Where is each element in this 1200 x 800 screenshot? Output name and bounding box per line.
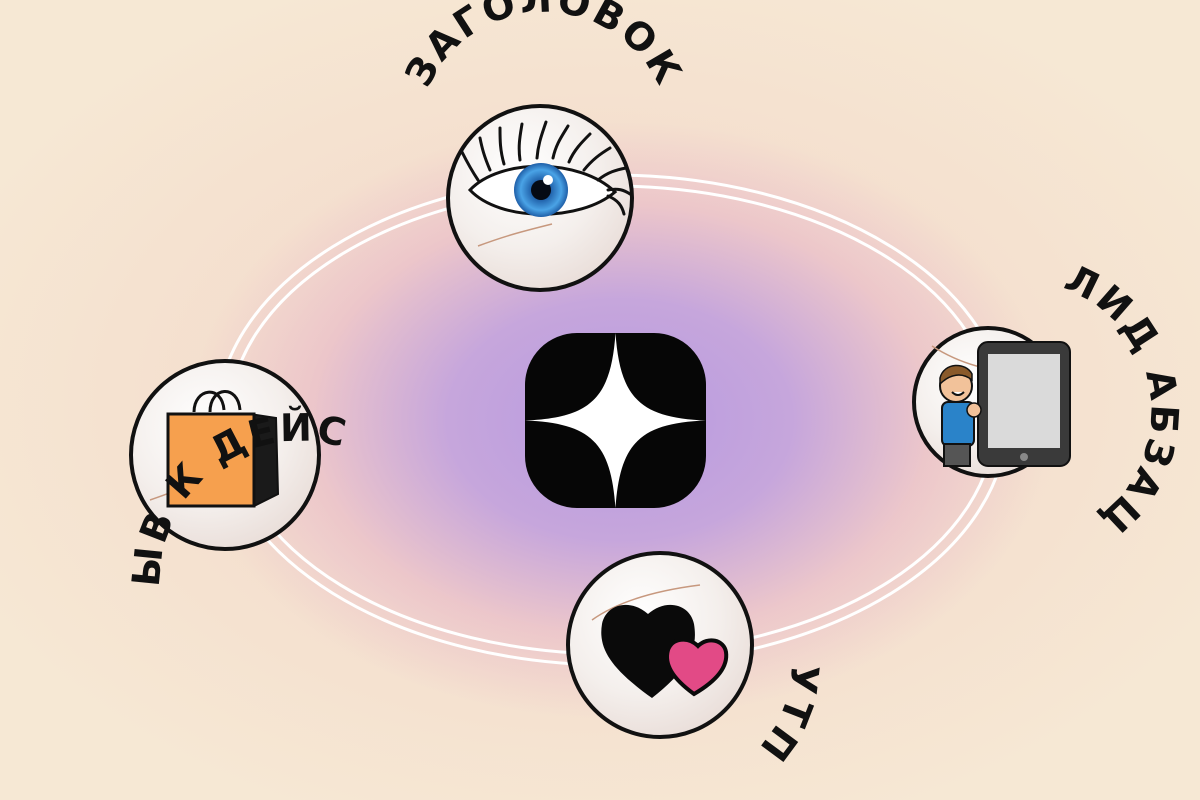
node-label: УТП <box>750 662 827 771</box>
node-headline: ЗАГОЛОВОК <box>396 0 691 290</box>
node-usp: УТП <box>568 553 827 772</box>
node-label: ЗАГОЛОВОК <box>396 0 691 94</box>
yandex-zen-logo-icon <box>525 333 706 508</box>
node-label: ЛИД АБЗАЦ <box>1058 256 1186 545</box>
node-cta: ПРИЗЫВ К ДЕЙСТВИЮ <box>0 0 353 588</box>
